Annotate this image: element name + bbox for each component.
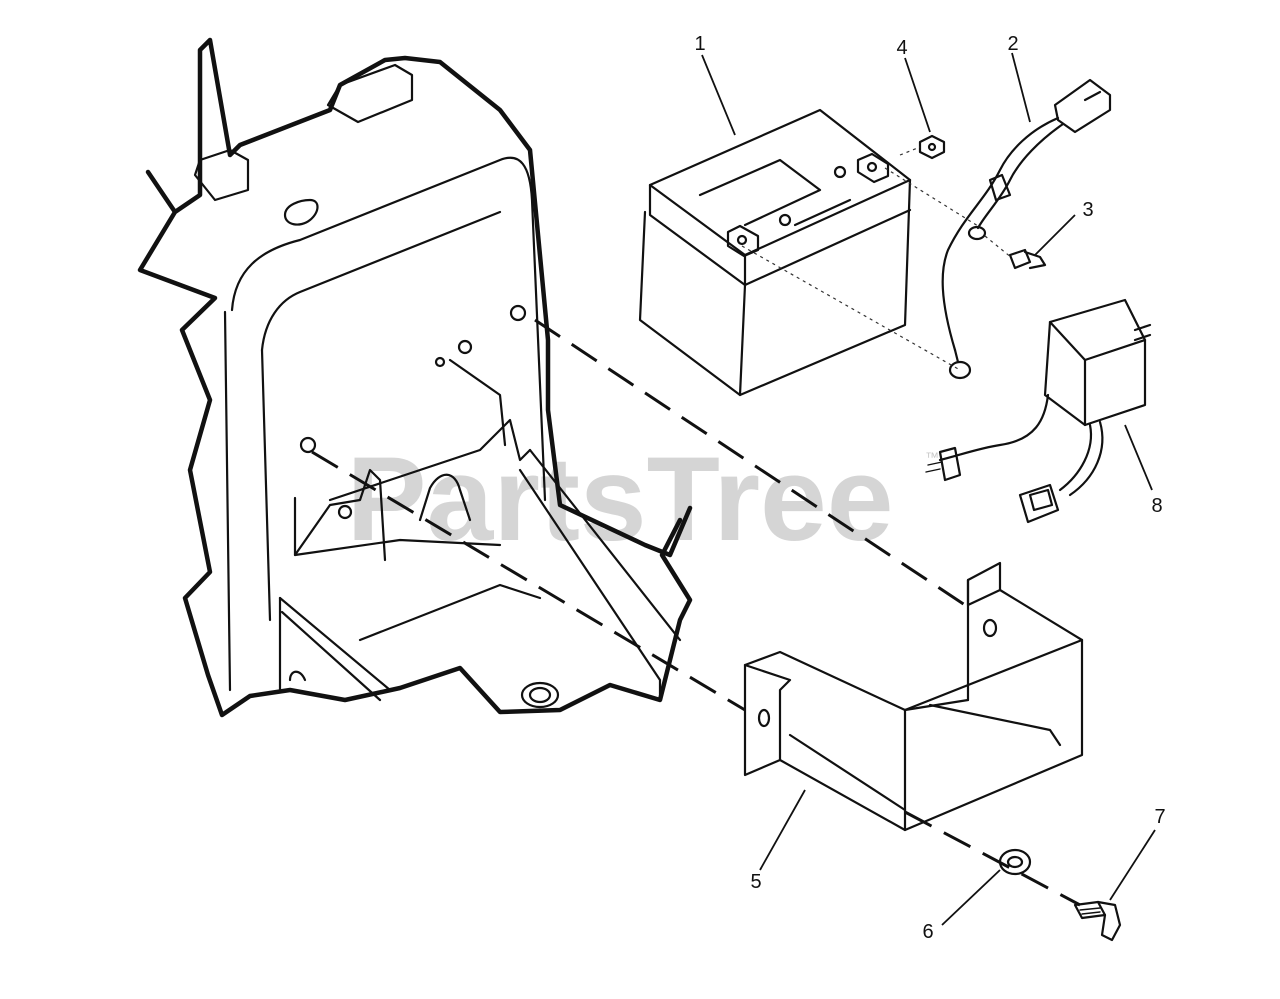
bolt-part-3 xyxy=(1008,248,1047,270)
washer-part-6 xyxy=(998,848,1032,876)
callout-8: 8 xyxy=(1151,495,1162,517)
battery-bracket xyxy=(743,561,1084,832)
watermark-text: PartsTree xyxy=(346,432,893,566)
watermark: PartsTree ™ xyxy=(346,432,939,566)
leader-lines xyxy=(701,52,1156,926)
battery-cable xyxy=(941,78,1112,380)
callout-6: 6 xyxy=(922,921,933,943)
callout-5: 5 xyxy=(750,871,761,893)
callout-7: 7 xyxy=(1154,806,1165,828)
bolt-part-7 xyxy=(1073,900,1122,942)
callout-1: 1 xyxy=(694,33,705,55)
nut-part-4 xyxy=(918,134,946,160)
watermark-trademark: ™ xyxy=(925,449,939,465)
assembly-lines xyxy=(311,146,1081,907)
callouts: 1 2 3 4 5 6 7 8 xyxy=(694,33,1165,943)
callout-2: 2 xyxy=(1007,33,1018,55)
callout-3: 3 xyxy=(1082,199,1093,221)
battery xyxy=(638,108,912,397)
callout-4: 4 xyxy=(896,37,907,59)
battery-charger xyxy=(925,298,1152,524)
frame-panel xyxy=(137,37,693,718)
